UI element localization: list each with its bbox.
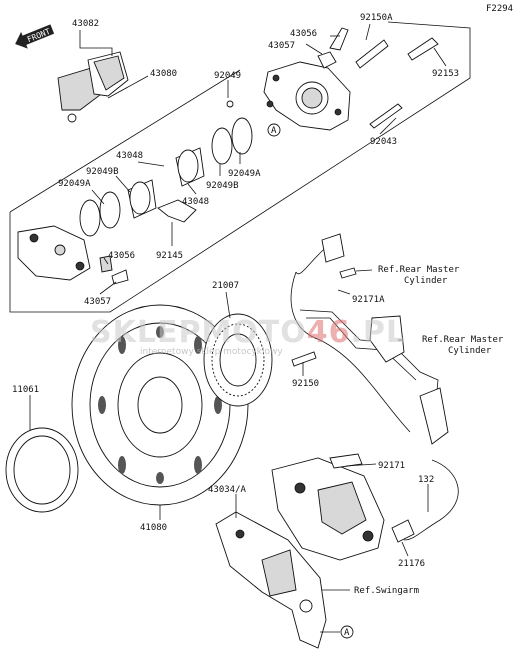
brake-pads — [57, 51, 129, 123]
bolt-92150 — [291, 351, 317, 367]
rear-caliper — [271, 453, 385, 561]
label-43057-upper: 43057 — [268, 41, 295, 51]
caliper-assembly-frame — [9, 21, 471, 313]
caliper-body-upper — [263, 27, 351, 131]
label-92049a-right: 92049A — [228, 169, 261, 179]
front-arrow: FRONT — [15, 24, 55, 49]
label-92049a-left: 92049A — [58, 179, 91, 189]
gasket — [5, 427, 79, 513]
abs-sensor-rotor — [203, 313, 273, 407]
label-21176: 21176 — [398, 559, 425, 569]
label-92150a: 92150A — [360, 13, 393, 23]
svg-text:SKLEPMOTO46.PL: SKLEPMOTO46.PL — [90, 315, 406, 350]
label-92171: 92171 — [378, 461, 405, 471]
label-92049b-left: 92049B — [86, 167, 119, 177]
label-92049: 92049 — [214, 71, 241, 81]
caliper-bolts — [355, 37, 439, 129]
pistons-and-seals — [79, 100, 253, 237]
label-43057-lower: 43057 — [84, 297, 111, 307]
ref-rear-master-cylinder-2-line2: Cylinder — [448, 346, 492, 356]
ref-rear-master-cylinder-1-line1: Ref.Rear Master — [378, 265, 460, 275]
ref-swingarm: Ref.Swingarm — [354, 586, 419, 596]
caliper-body-lower — [17, 225, 129, 285]
reference-marker-a-lower: A — [340, 625, 354, 639]
svg-text:internetowy sklep motocyklowy: internetowy sklep motocyklowy — [140, 347, 283, 357]
label-92043: 92043 — [370, 137, 397, 147]
diagram-code: F2294 — [486, 4, 513, 14]
label-43048-lower: 43048 — [182, 197, 209, 207]
label-92171a: 92171A — [352, 295, 385, 305]
label-43034a: 43034/A — [208, 485, 247, 495]
label-11061: 11061 — [12, 385, 39, 395]
label-43082: 43082 — [72, 19, 99, 29]
caliper-bracket — [215, 511, 327, 649]
watermark: SKLEPMOTO46.PL internetowy sklep motocyk… — [90, 315, 406, 357]
label-92153: 92153 — [432, 69, 459, 79]
abs-hose — [290, 233, 459, 543]
svg-text:A: A — [271, 126, 277, 136]
label-92049b-right: 92049B — [206, 181, 239, 191]
label-43056-lower: 43056 — [108, 251, 135, 261]
ref-rear-master-cylinder-2-line1: Ref.Rear Master — [422, 335, 504, 345]
reference-marker-a-upper: A — [267, 123, 281, 137]
label-41080: 41080 — [140, 523, 167, 533]
ref-rear-master-cylinder-1-line2: Cylinder — [404, 276, 448, 286]
label-92145: 92145 — [156, 251, 183, 261]
svg-text:A: A — [344, 628, 350, 638]
label-43048-upper: 43048 — [116, 151, 143, 161]
label-132: 132 — [418, 475, 434, 485]
label-21007: 21007 — [212, 281, 239, 291]
label-43080: 43080 — [150, 69, 177, 79]
leader-lines — [29, 23, 447, 633]
pad-clip — [157, 199, 197, 223]
label-92150: 92150 — [292, 379, 319, 389]
label-43056-upper: 43056 — [290, 29, 317, 39]
